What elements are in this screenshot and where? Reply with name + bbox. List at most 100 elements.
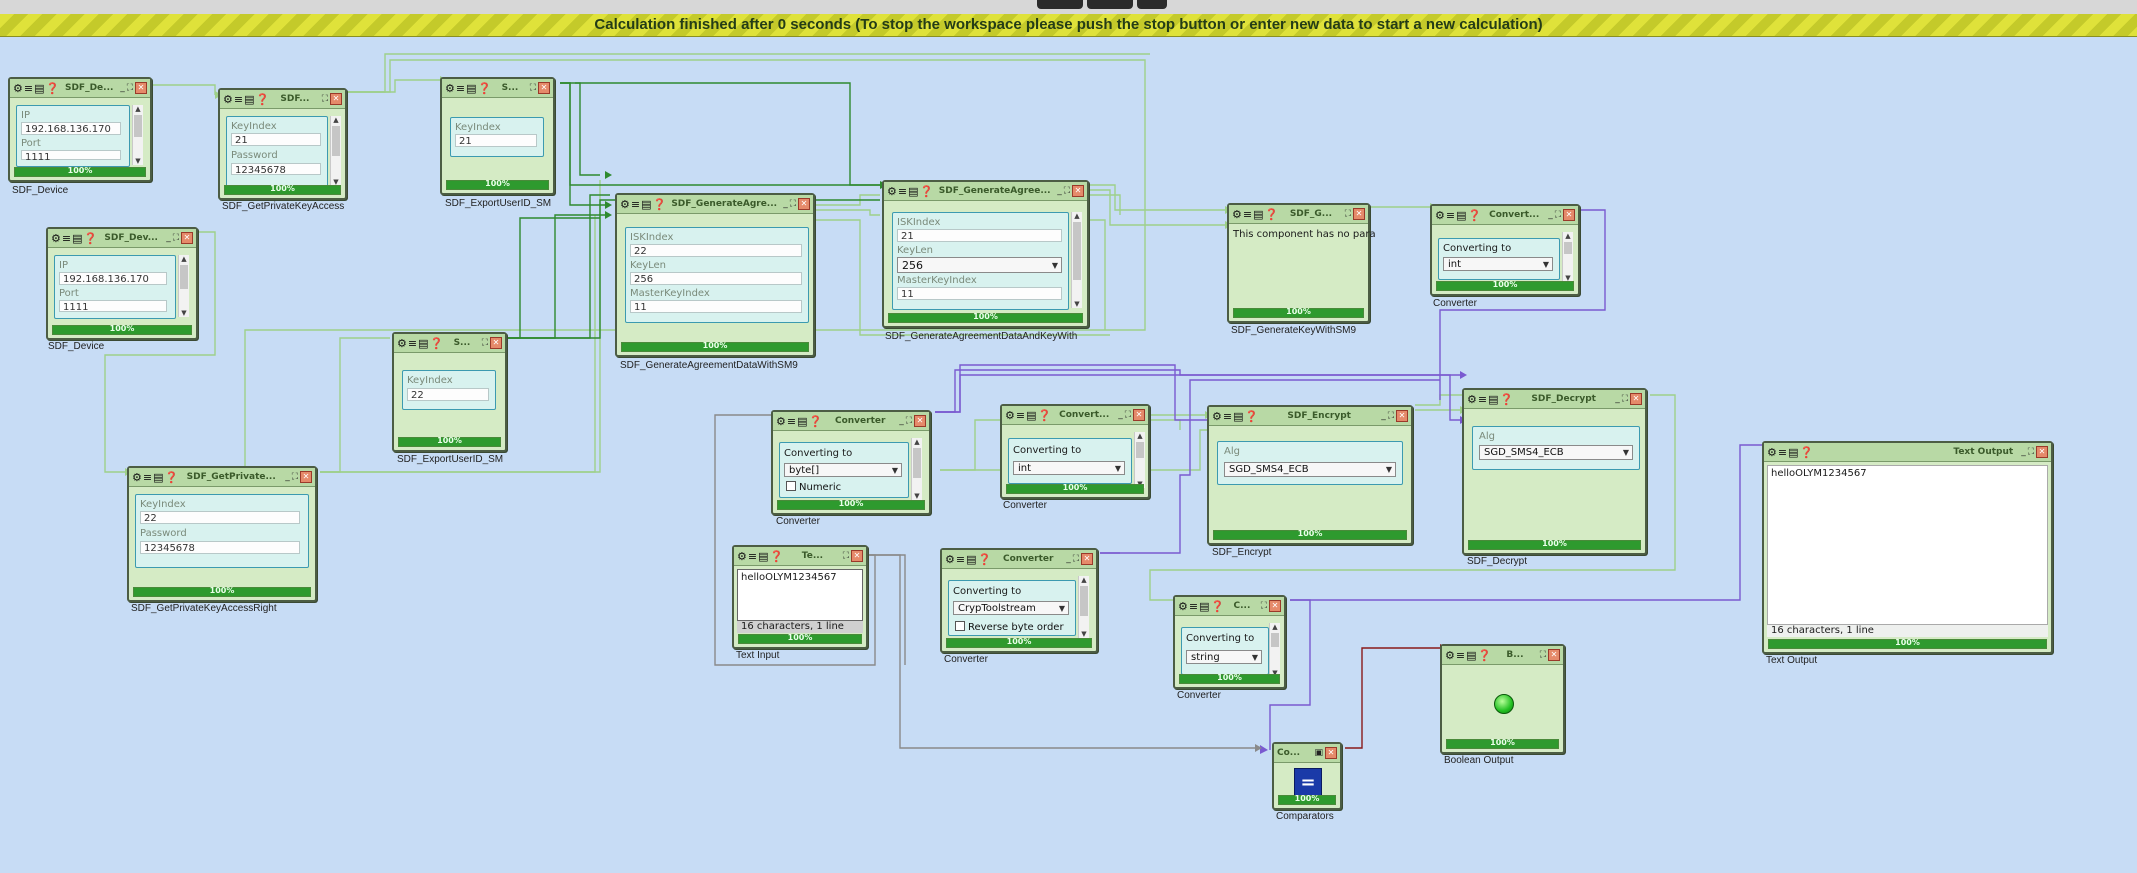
converter-type-select[interactable]: CrypToolstream▼ [953, 601, 1069, 615]
log-icon[interactable]: ▤ [641, 197, 652, 211]
help-icon[interactable]: ❓ [83, 231, 98, 245]
component-header[interactable]: Co... ▣✕ [1274, 744, 1340, 763]
maximize-icon[interactable]: ⛶ [1554, 210, 1561, 220]
gear-icon[interactable]: ⚙ [620, 197, 630, 211]
gear-icon[interactable]: ⚙ [1178, 599, 1188, 613]
scrollbar[interactable]: ▲▼ [178, 255, 189, 317]
log-icon[interactable]: ▤ [797, 414, 808, 428]
maximize-icon[interactable]: ⛶ [1621, 394, 1628, 404]
maximize-icon[interactable]: ⛶ [1344, 209, 1351, 219]
list-icon[interactable]: ≡ [897, 184, 908, 198]
component-header[interactable]: ⚙≡▤❓ Text Output _⛶✕ [1764, 443, 2051, 462]
help-icon[interactable]: ❓ [1210, 599, 1225, 613]
boolean-output-component[interactable]: ⚙≡▤❓ B... ⛶✕ 100% [1440, 644, 1565, 754]
close-icon[interactable]: ✕ [330, 93, 342, 105]
minimize-icon[interactable]: _ [2021, 447, 2026, 457]
sdf-device-component[interactable]: ⚙≡▤❓ SDF_De... _⛶✕ IP 192.168.136.170 Po… [8, 77, 152, 182]
component-header[interactable]: ⚙≡▤❓ SDF_G... ⛶✕ [1229, 205, 1368, 224]
list-icon[interactable]: ≡ [1777, 445, 1788, 459]
component-header[interactable]: ⚙≡▤❓ S... ⛶✕ [394, 334, 505, 353]
close-icon[interactable]: ✕ [181, 232, 193, 244]
export-user-id-component[interactable]: ⚙≡▤❓ S... ⛶✕ KeyIndex 21 100% [440, 77, 555, 195]
maximize-icon[interactable]: ⛶ [172, 233, 179, 243]
converter-component[interactable]: ⚙≡▤❓ Converter _⛶✕ Converting to byte[]▼… [771, 410, 931, 515]
help-icon[interactable]: ❓ [1499, 392, 1514, 406]
list-icon[interactable]: ≡ [1242, 207, 1253, 221]
help-icon[interactable]: ❓ [1467, 208, 1482, 222]
log-icon[interactable]: ▤ [244, 92, 255, 106]
gear-icon[interactable]: ⚙ [1212, 409, 1222, 423]
maximize-icon[interactable]: ⛶ [842, 551, 849, 561]
close-icon[interactable]: ✕ [300, 471, 312, 483]
maximize-icon[interactable]: ⛶ [1387, 411, 1394, 421]
help-icon[interactable]: ❓ [1037, 408, 1052, 422]
text-input-component[interactable]: ⚙≡▤❓ Te... ⛶✕ helloOLYM1234567 16 charac… [732, 545, 868, 649]
numeric-checkbox[interactable]: Numeric [786, 481, 841, 493]
password-input[interactable]: 12345678 [140, 541, 300, 554]
gear-icon[interactable]: ⚙ [1467, 392, 1477, 406]
log-icon[interactable]: ▤ [1488, 392, 1499, 406]
text-output-area[interactable]: helloOLYM1234567 [1767, 465, 2048, 625]
toolbar-button[interactable] [1037, 0, 1083, 9]
component-header[interactable]: ⚙≡▤❓ SDF_Dev... _⛶✕ [48, 229, 196, 248]
close-icon[interactable]: ✕ [1396, 410, 1408, 422]
help-icon[interactable]: ❓ [977, 552, 992, 566]
converter-component[interactable]: ⚙≡▤❓ Converter _⛶✕ Converting to CrypToo… [940, 548, 1098, 653]
component-header[interactable]: ⚙≡▤❓ SDF_GenerateAgree... _⛶✕ [884, 182, 1087, 201]
list-icon[interactable]: ≡ [455, 81, 466, 95]
maximize-icon[interactable]: ⛶ [1260, 601, 1267, 611]
maximize-icon[interactable]: ⛶ [2027, 447, 2034, 457]
gear-icon[interactable]: ⚙ [397, 336, 407, 350]
gear-icon[interactable]: ⚙ [1445, 648, 1455, 662]
list-icon[interactable]: ≡ [747, 549, 758, 563]
component-header[interactable]: ⚙≡▤❓ Converter _⛶✕ [773, 412, 929, 431]
component-header[interactable]: ⚙≡▤❓ B... ⛶✕ [1442, 646, 1563, 665]
list-icon[interactable]: ≡ [407, 336, 418, 350]
key-index-input[interactable]: 21 [455, 134, 537, 147]
list-icon[interactable]: ≡ [1477, 392, 1488, 406]
list-icon[interactable]: ≡ [142, 470, 153, 484]
close-icon[interactable]: ✕ [1563, 209, 1575, 221]
maximize-icon[interactable]: ⛶ [291, 472, 298, 482]
minimize-icon[interactable]: _ [1548, 210, 1553, 220]
minimize-icon[interactable]: _ [1381, 411, 1386, 421]
close-icon[interactable]: ✕ [1133, 409, 1145, 421]
list-icon[interactable]: ≡ [233, 92, 244, 106]
algorithm-select[interactable]: SGD_SMS4_ECB▼ [1224, 462, 1396, 477]
component-header[interactable]: ⚙≡▤❓ Convert... _⛶✕ [1432, 206, 1578, 225]
get-private-key-access-right-component[interactable]: ⚙≡▤❓ SDF_GetPrivate... _⛶✕ KeyIndex 22 P… [127, 466, 317, 602]
help-icon[interactable]: ❓ [919, 184, 934, 198]
generate-key-component[interactable]: ⚙≡▤❓ SDF_G... ⛶✕ This component has no p… [1227, 203, 1376, 323]
help-icon[interactable]: ❓ [477, 81, 492, 95]
list-icon[interactable]: ≡ [1455, 648, 1466, 662]
component-header[interactable]: ⚙≡▤❓ SDF_GenerateAgre... _⛶✕ [617, 195, 813, 214]
minimize-icon[interactable]: _ [1615, 394, 1620, 404]
close-icon[interactable]: ✕ [1269, 600, 1281, 612]
log-icon[interactable]: ▤ [1788, 445, 1799, 459]
scrollbar[interactable]: ▲▼ [1134, 432, 1145, 488]
converter-component[interactable]: ⚙≡▤❓ Convert... _⛶✕ Converting to int▼ ▲… [1430, 204, 1580, 296]
toolbar-button[interactable] [1137, 0, 1167, 9]
key-len-input[interactable]: 256 [630, 272, 802, 285]
close-icon[interactable]: ✕ [1630, 393, 1642, 405]
help-icon[interactable]: ❓ [1799, 445, 1814, 459]
converter-type-select[interactable]: int▼ [1443, 257, 1553, 271]
converter-type-select[interactable]: byte[]▼ [784, 463, 902, 477]
gear-icon[interactable]: ⚙ [1435, 208, 1445, 222]
gear-icon[interactable]: ⚙ [51, 231, 61, 245]
close-icon[interactable]: ✕ [135, 82, 147, 94]
close-icon[interactable]: ✕ [851, 550, 863, 562]
gear-icon[interactable]: ⚙ [945, 552, 955, 566]
scrollbar[interactable]: ▲▼ [1078, 576, 1089, 638]
component-header[interactable]: ⚙≡▤❓ S... ⛶✕ [442, 79, 553, 98]
close-icon[interactable]: ✕ [2036, 446, 2048, 458]
minimize-icon[interactable]: _ [166, 233, 171, 243]
key-len-select[interactable]: 256▼ [897, 257, 1062, 273]
close-icon[interactable]: ✕ [1325, 747, 1337, 759]
log-icon[interactable]: ▤ [1466, 648, 1477, 662]
sdf-device-component[interactable]: ⚙≡▤❓ SDF_Dev... _⛶✕ IP 192.168.136.170 P… [46, 227, 198, 340]
log-icon[interactable]: ▤ [1026, 408, 1037, 422]
close-icon[interactable]: ✕ [490, 337, 502, 349]
maximize-icon[interactable]: ⛶ [321, 94, 328, 104]
scrollbar[interactable]: ▲▼ [132, 105, 143, 165]
